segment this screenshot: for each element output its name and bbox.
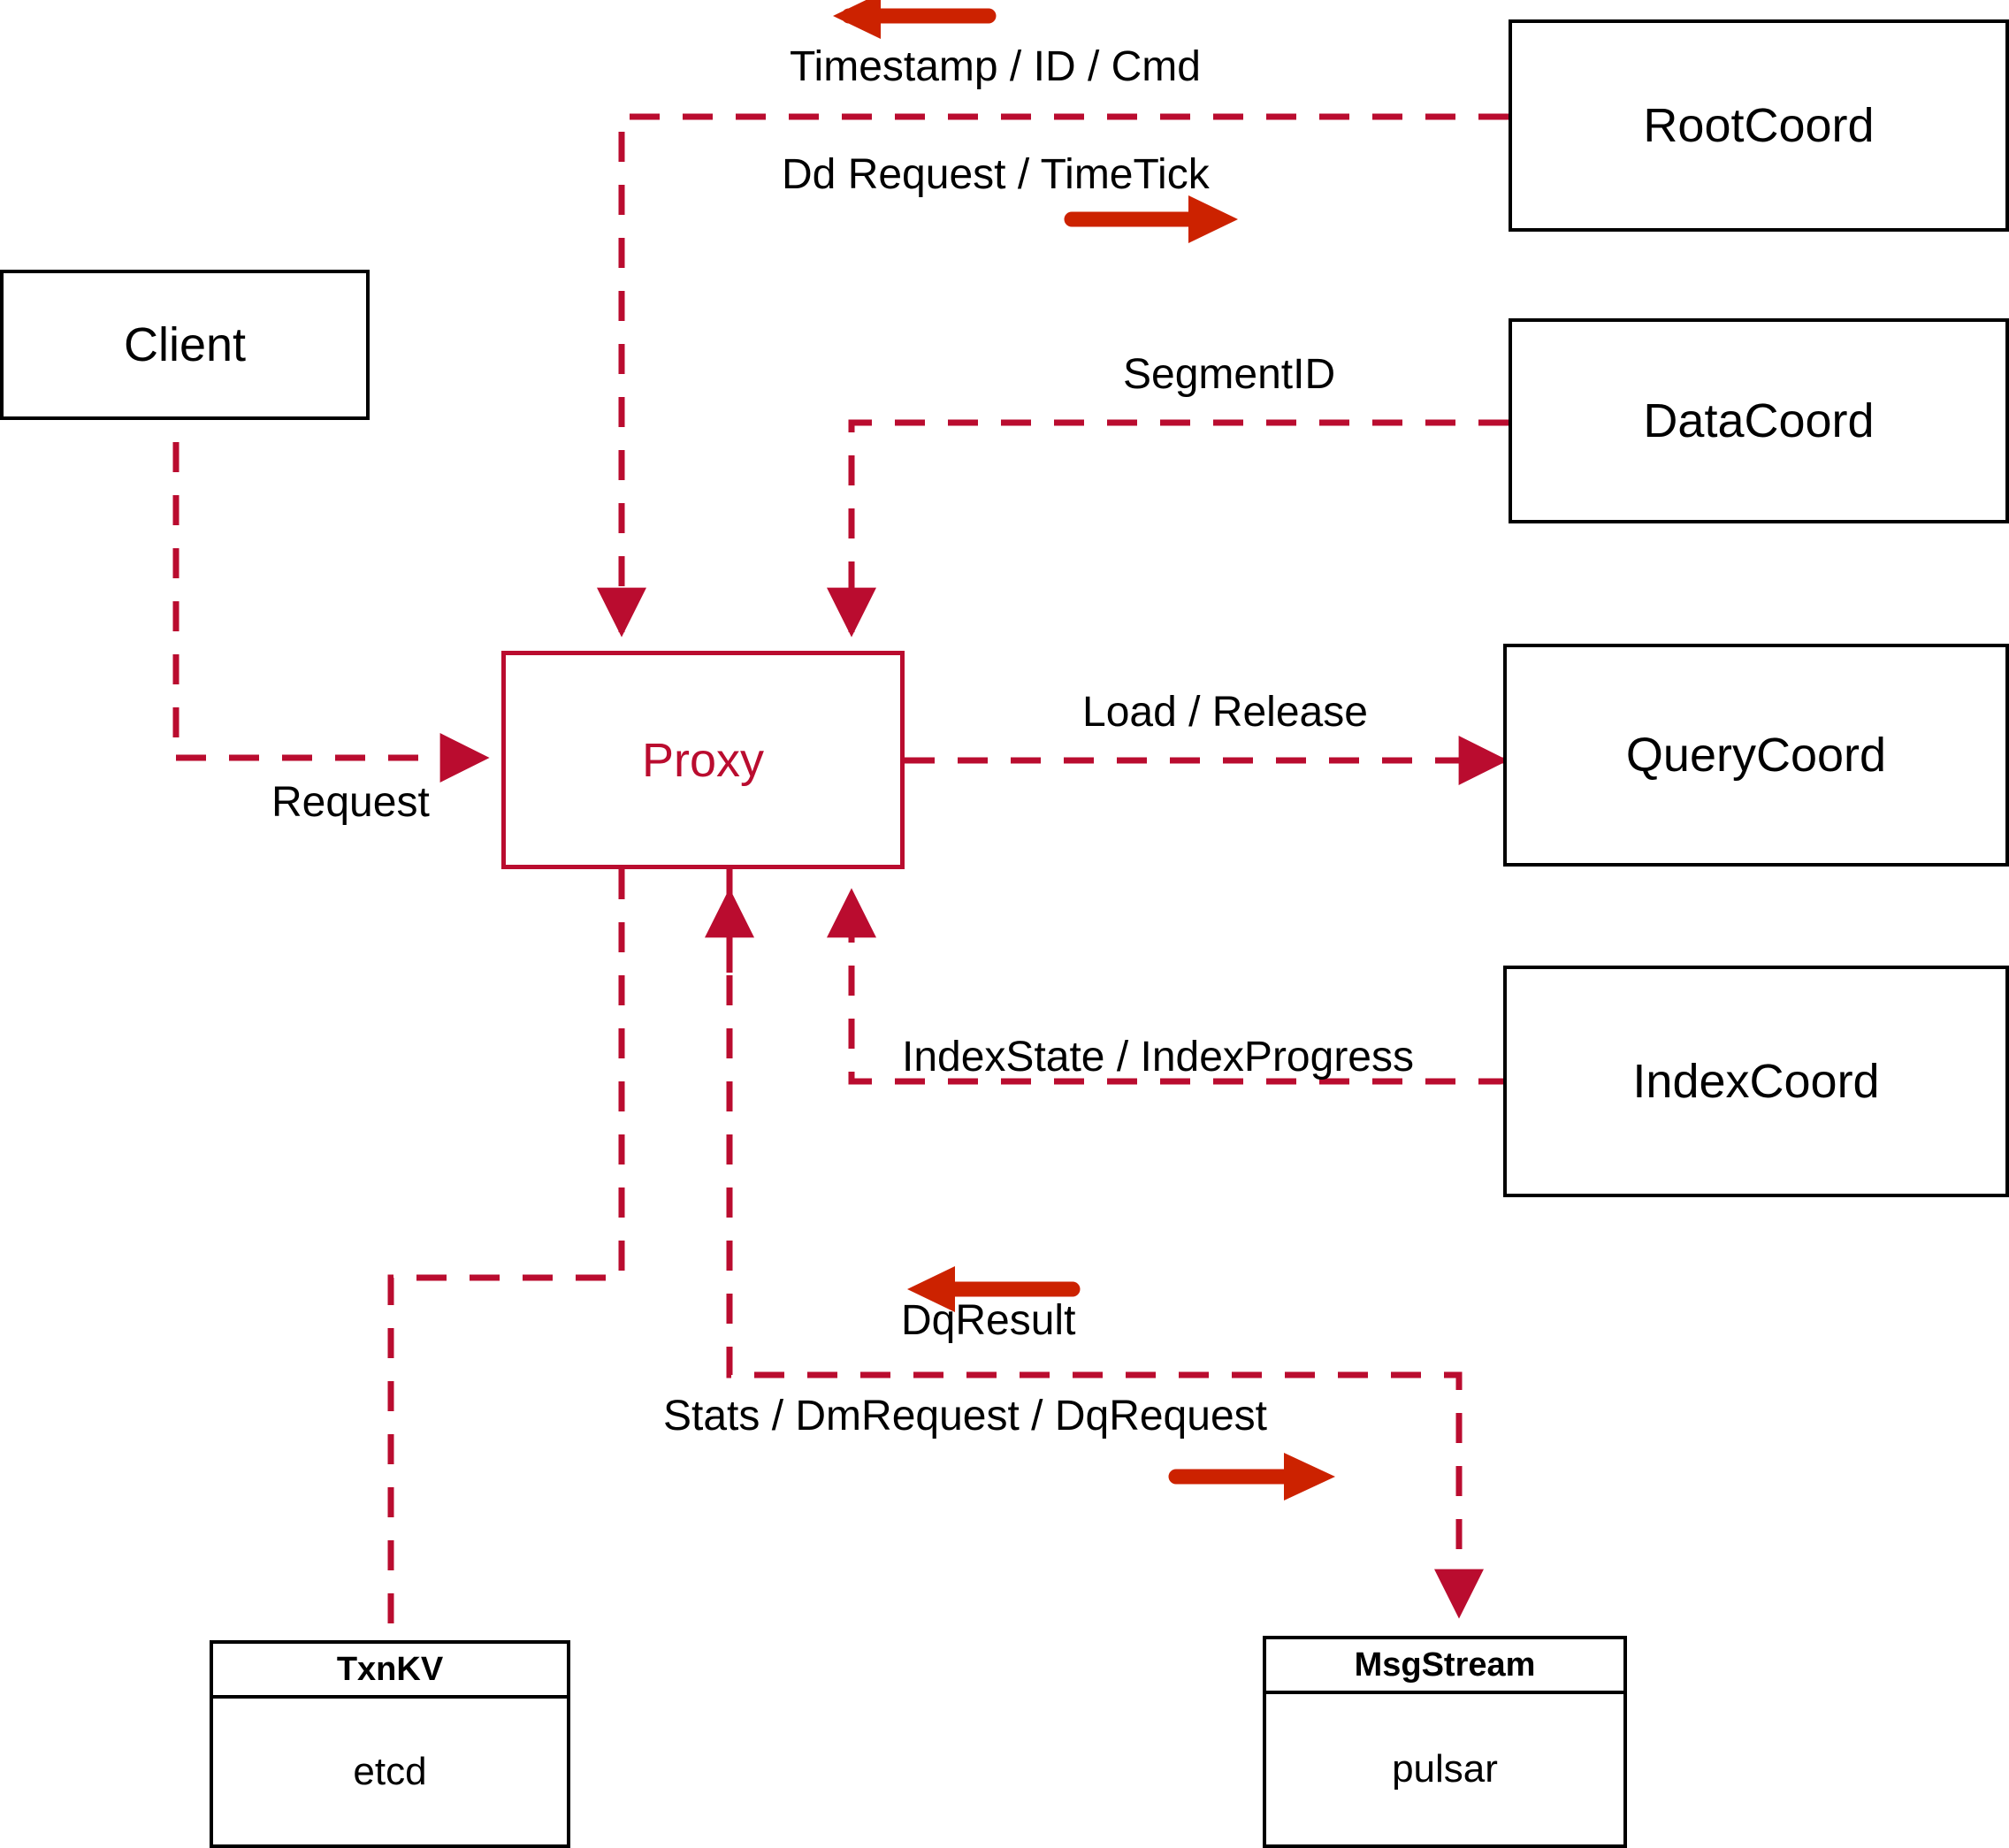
edge-proxy-msgstream	[705, 869, 1484, 1619]
node-querycoord-label: QueryCoord	[1625, 729, 1887, 782]
node-txnkv-body: etcd	[353, 1749, 427, 1793]
edge-label-dd-request-timetick: Dd Request / TimeTick	[782, 151, 1210, 198]
edge-client-to-proxy	[172, 389, 490, 783]
node-msgstream-header: MsgStream	[1266, 1639, 1623, 1694]
timestamp-id-cmd-direction-arrow	[833, 0, 997, 39]
node-msgstream-body: pulsar	[1392, 1747, 1498, 1791]
edge-proxy-to-txnkv	[387, 869, 625, 1662]
edge-label-timestamp-id-cmd: Timestamp / ID / Cmd	[790, 43, 1201, 90]
edge-label-segment-id: SegmentID	[1123, 351, 1336, 398]
node-indexcoord[interactable]: IndexCoord	[1503, 966, 2009, 1197]
node-datacoord-label: DataCoord	[1643, 394, 1875, 447]
node-client[interactable]: Client	[0, 270, 370, 420]
node-rootcoord-label: RootCoord	[1643, 99, 1875, 152]
node-querycoord[interactable]: QueryCoord	[1503, 644, 2009, 867]
edge-label-index-state-progress: IndexState / IndexProgress	[902, 1034, 1414, 1081]
node-datacoord[interactable]: DataCoord	[1509, 318, 2009, 523]
dd-request-timetick-direction-arrow	[1064, 195, 1238, 243]
stats-dm-dq-request-direction-arrow	[1168, 1453, 1335, 1501]
edge-indexcoord-to-proxy	[827, 888, 1509, 1085]
node-txnkv[interactable]: TxnKV etcd	[210, 1640, 570, 1848]
edge-label-request: Request	[271, 779, 430, 826]
node-indexcoord-label: IndexCoord	[1632, 1055, 1880, 1108]
edge-datacoord-to-proxy	[827, 419, 1509, 638]
node-msgstream[interactable]: MsgStream pulsar	[1263, 1636, 1627, 1848]
edge-rootcoord-to-proxy	[597, 113, 1509, 638]
node-proxy-label: Proxy	[641, 733, 765, 787]
edge-label-stats-dm-dq-request: Stats / DmRequest / DqRequest	[663, 1393, 1267, 1439]
node-rootcoord[interactable]: RootCoord	[1509, 19, 2009, 232]
node-client-label: Client	[123, 318, 247, 371]
node-txnkv-header: TxnKV	[213, 1644, 567, 1699]
edge-label-load-release: Load / Release	[1082, 689, 1368, 736]
edge-label-dq-result: DqResult	[901, 1297, 1076, 1344]
node-proxy[interactable]: Proxy	[501, 651, 905, 869]
dq-result-direction-arrow	[907, 1266, 1081, 1312]
